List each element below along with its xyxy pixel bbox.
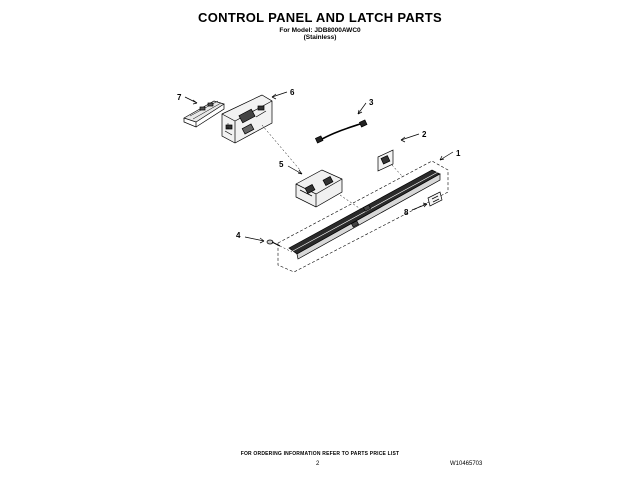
callout-leaders	[184, 91, 454, 244]
page-title: CONTROL PANEL AND LATCH PARTS	[198, 10, 442, 25]
callout-4: 4	[236, 231, 241, 240]
part-1-control-panel	[277, 160, 449, 273]
ordering-note: FOR ORDERING INFORMATION REFER TO PARTS …	[240, 451, 400, 457]
model-number: For Model: JDB8000AWC0	[279, 27, 361, 34]
part-2-bracket	[377, 149, 394, 172]
part-5-latch	[295, 169, 343, 208]
callout-6: 6	[290, 88, 295, 97]
part-4-screw	[266, 239, 281, 247]
assembly-guide-lines	[227, 123, 403, 253]
callout-5: 5	[279, 160, 284, 169]
part-6-control-board	[221, 94, 273, 144]
callout-8: 8	[404, 208, 409, 217]
page-number: 2	[316, 461, 320, 467]
callout-7: 7	[177, 93, 182, 102]
callout-1: 1	[456, 149, 461, 158]
model-info: For Model: JDB8000AWC0 (Stainless)	[0, 27, 640, 41]
part-7-switch-board	[183, 100, 225, 128]
callout-3: 3	[369, 98, 374, 107]
part-8-clip	[427, 191, 443, 207]
model-finish: (Stainless)	[303, 34, 337, 41]
part-3-wire-harness	[314, 119, 368, 144]
document-number: W10465703	[450, 461, 483, 467]
callout-2: 2	[422, 130, 427, 139]
